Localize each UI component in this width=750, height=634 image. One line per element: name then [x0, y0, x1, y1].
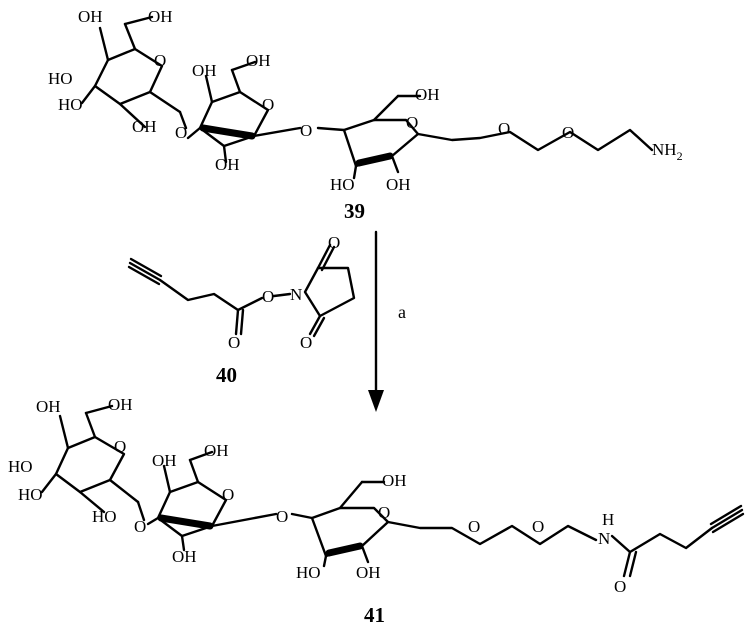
- atom-label: O: [300, 121, 312, 140]
- reaction-condition: a: [398, 302, 406, 322]
- compound-number-39: 39: [344, 199, 365, 223]
- atom-label: O: [532, 517, 544, 536]
- atom-label-nh2: NH2: [652, 140, 683, 163]
- atom-label: HO: [18, 485, 43, 504]
- atom-label: OH: [204, 441, 229, 460]
- atom-label: OH: [78, 7, 103, 26]
- atom-label: O: [300, 333, 312, 352]
- atom-label: O: [262, 95, 274, 114]
- atom-label: OH: [108, 395, 133, 414]
- atom-label: O: [614, 577, 626, 596]
- reaction-arrow: [368, 230, 384, 412]
- atom-label: OH: [192, 61, 217, 80]
- compound-number-40: 40: [216, 363, 237, 387]
- atom-label: O: [114, 437, 126, 456]
- atom-label: HO: [330, 175, 355, 194]
- compound-41-structure: [40, 404, 745, 578]
- atom-label: OH: [415, 85, 440, 104]
- atom-label: O: [276, 507, 288, 526]
- atom-label: N: [290, 285, 302, 304]
- atom-label: N: [598, 529, 610, 548]
- atom-label: OH: [386, 175, 411, 194]
- atom-label: HO: [48, 69, 73, 88]
- atom-label: OH: [215, 155, 240, 174]
- atom-label: HO: [8, 457, 33, 476]
- compound-number-41: 41: [364, 603, 385, 627]
- atom-label: OH: [382, 471, 407, 490]
- atom-label: O: [228, 333, 240, 352]
- atom-label: O: [175, 123, 187, 142]
- compound-39-labels: OH OH O HO HO OH O OH OH O OH O OH O HO …: [48, 7, 683, 194]
- compound-41-labels: OH OH O HO HO HO O OH OH O OH O OH O HO …: [8, 395, 626, 596]
- atom-label: OH: [172, 547, 197, 566]
- atom-label: HO: [296, 563, 321, 582]
- compound-40-labels: O O N O O: [228, 233, 340, 352]
- compound-40-structure: [127, 243, 356, 338]
- atom-label: OH: [132, 117, 157, 136]
- atom-label: O: [562, 123, 574, 142]
- atom-label: O: [378, 503, 390, 522]
- atom-label: OH: [148, 7, 173, 26]
- atom-label: H: [602, 510, 614, 529]
- atom-label: O: [468, 517, 480, 536]
- atom-label: O: [222, 485, 234, 504]
- atom-label: O: [134, 517, 146, 536]
- atom-label: HO: [58, 95, 83, 114]
- atom-label: O: [328, 233, 340, 252]
- atom-label: O: [154, 51, 166, 70]
- atom-label: O: [498, 119, 510, 138]
- atom-label: HO: [92, 507, 117, 526]
- atom-label: OH: [356, 563, 381, 582]
- atom-label: OH: [36, 397, 61, 416]
- atom-label: OH: [246, 51, 271, 70]
- atom-label: OH: [152, 451, 177, 470]
- compound-39-structure: [80, 15, 654, 180]
- atom-label: O: [262, 287, 274, 306]
- atom-label: O: [406, 113, 418, 132]
